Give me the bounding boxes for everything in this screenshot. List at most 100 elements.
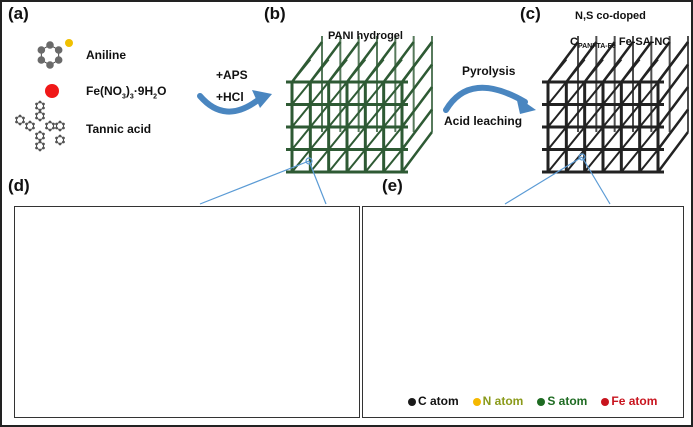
atom: [37, 46, 46, 54]
atom: [42, 146, 45, 150]
atom: [45, 122, 48, 126]
atom: [42, 132, 45, 136]
rod: [657, 41, 689, 83]
rod: [547, 58, 568, 83]
rod: [565, 103, 586, 128]
rod: [638, 81, 659, 106]
atom: [42, 136, 45, 140]
atom: [58, 142, 62, 146]
rod: [583, 148, 604, 173]
rod: [364, 103, 385, 128]
rod: [291, 58, 312, 83]
atom: [38, 108, 42, 112]
atom: [46, 61, 54, 69]
arrow-head: [516, 96, 536, 114]
legend-item-c: C atom: [408, 394, 459, 408]
carbon-lattice: [542, 36, 689, 174]
atom: [35, 136, 38, 140]
rod: [291, 81, 312, 106]
atom: [58, 120, 62, 124]
atom: [62, 126, 65, 130]
hydrogel-callout: [199, 157, 327, 205]
rod: [583, 58, 604, 83]
rod: [602, 126, 623, 151]
rod: [583, 126, 604, 151]
rod: [291, 103, 312, 128]
atom: [18, 114, 22, 118]
rod: [382, 126, 403, 151]
rod: [547, 81, 568, 106]
atom: [15, 116, 18, 120]
atom: [18, 122, 22, 126]
atom: [55, 126, 58, 130]
atom: [28, 120, 32, 124]
rod: [620, 81, 641, 106]
rod: [565, 58, 586, 83]
ns-codoped-title: N,S co-doped: [575, 10, 646, 22]
pani-hydrogel-title: PANI hydrogel: [328, 30, 403, 42]
atom: [25, 126, 28, 130]
rod: [583, 81, 604, 106]
rod: [401, 63, 433, 106]
atom: [55, 140, 58, 144]
rod: [346, 148, 367, 173]
rod: [327, 81, 348, 106]
rod: [382, 81, 403, 106]
atom: [48, 128, 52, 132]
rod: [620, 126, 641, 151]
rod: [602, 148, 623, 173]
rod: [583, 103, 604, 128]
rod: [602, 103, 623, 128]
atom: [38, 140, 42, 144]
legend-item-n: N atom: [472, 394, 523, 408]
atom: [28, 128, 32, 132]
atom: [35, 112, 38, 116]
atom: [42, 106, 45, 110]
legend-item-fe: Fe atom: [601, 394, 657, 408]
rod: [346, 103, 367, 128]
atom: [22, 120, 25, 124]
atom: [25, 122, 28, 126]
carbon-dot-icon: [408, 397, 416, 406]
callout-line: [308, 160, 327, 205]
rod: [327, 103, 348, 128]
tannic-acid-label: Tannic acid: [86, 122, 152, 136]
rod: [346, 81, 367, 106]
atom: [35, 132, 38, 136]
callout-line: [504, 156, 583, 205]
carbon-callout: [504, 153, 611, 205]
legend-item-s: S atom: [537, 394, 587, 408]
atom: [55, 122, 58, 126]
callout-circle: [305, 157, 313, 165]
arrow-body: [443, 84, 528, 113]
rod: [565, 126, 586, 151]
aps-hcl-arrow: [197, 90, 272, 115]
iron-dot-icon: [601, 397, 610, 406]
rod: [547, 126, 568, 151]
rod: [657, 131, 689, 173]
rod: [382, 58, 403, 83]
rod: [657, 108, 689, 151]
hcl-reagent-label: +HCl: [216, 90, 244, 104]
rod: [602, 81, 623, 106]
rod: [401, 41, 433, 83]
rod: [364, 81, 385, 106]
aps-reagent-label: +APS: [216, 68, 248, 82]
rod: [346, 58, 367, 83]
panel-label-e: (e): [382, 176, 403, 195]
atom: [54, 46, 63, 54]
atom: [38, 100, 42, 104]
aniline-molecule-icon: [37, 39, 73, 69]
atom: [35, 146, 38, 150]
callout-circle: [578, 153, 586, 161]
panel-d-box: [14, 206, 360, 418]
atom: [35, 116, 38, 120]
rod: [291, 126, 312, 151]
atom: [54, 56, 63, 64]
atom: [32, 122, 35, 126]
atom: [55, 136, 58, 140]
atom: [62, 122, 65, 126]
atom: [42, 142, 45, 146]
